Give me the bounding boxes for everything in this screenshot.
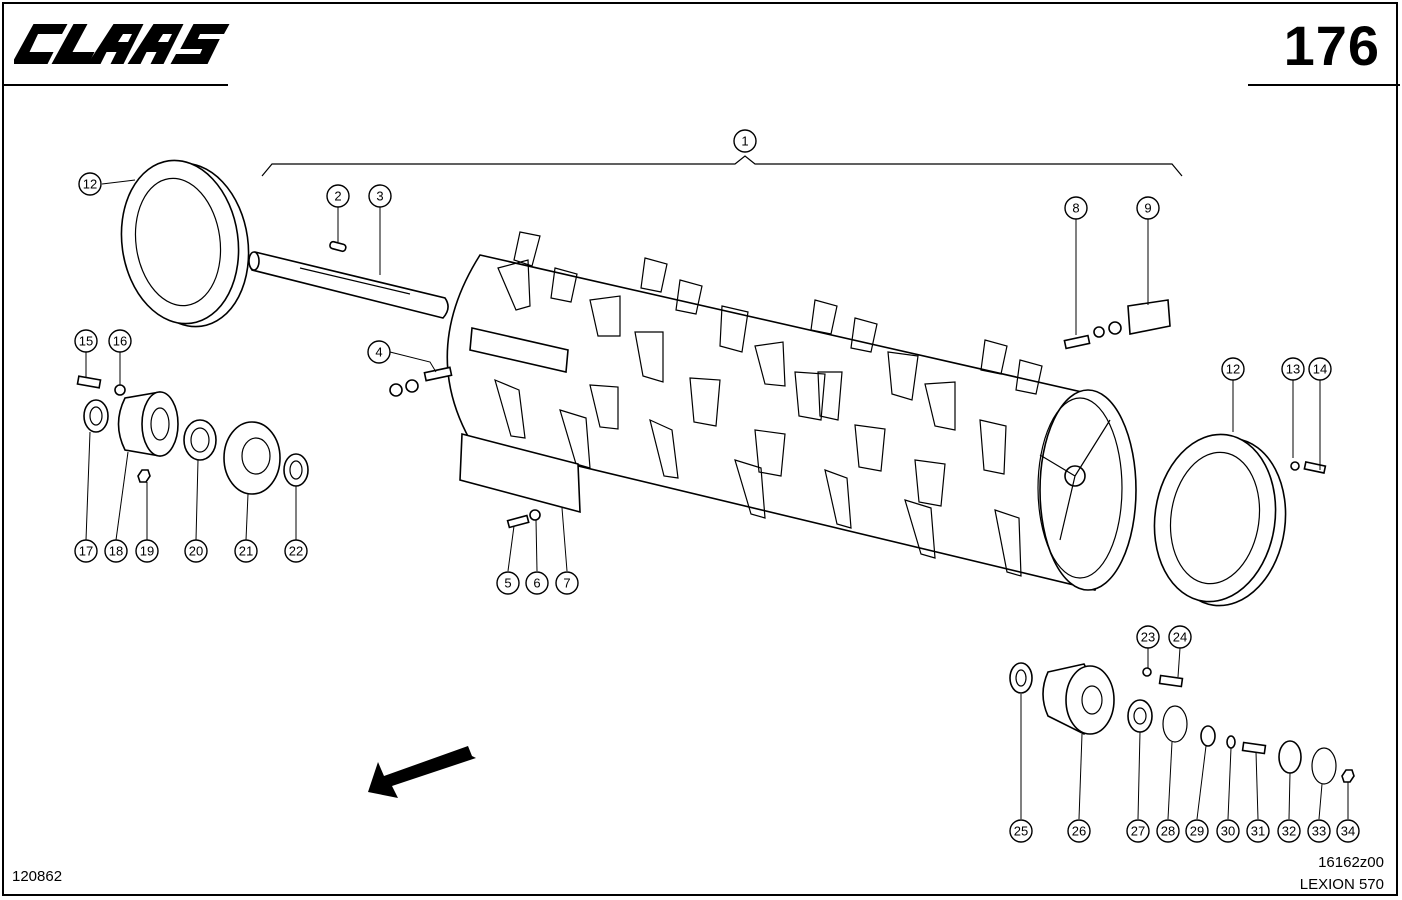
bolt-14: [1303, 461, 1327, 474]
drawing-code: 16162z00: [1318, 854, 1384, 871]
washer-6: [529, 509, 541, 521]
callout-4: 4: [367, 340, 391, 364]
callout-3: 3: [368, 184, 392, 208]
svg-text:14: 14: [1313, 362, 1327, 377]
svg-text:1: 1: [741, 134, 748, 149]
svg-text:4: 4: [375, 345, 382, 360]
model-name: LEXION 570: [1299, 876, 1384, 893]
callout-28: 28: [1156, 819, 1180, 843]
callout-14: 14: [1308, 357, 1332, 381]
callout-12-left: 12: [78, 172, 102, 196]
svg-text:31: 31: [1251, 824, 1265, 839]
svg-text:21: 21: [239, 544, 253, 559]
callout-7: 7: [555, 571, 579, 595]
svg-text:28: 28: [1161, 824, 1175, 839]
svg-text:15: 15: [79, 334, 93, 349]
svg-text:25: 25: [1014, 824, 1028, 839]
svg-text:33: 33: [1312, 824, 1326, 839]
callout-31: 31: [1246, 819, 1270, 843]
svg-text:18: 18: [109, 544, 123, 559]
callout-34: 34: [1336, 819, 1360, 843]
claas-logo: [14, 24, 230, 64]
leader-lines: [85, 179, 1349, 820]
callout-15: 15: [74, 329, 98, 353]
svg-text:12: 12: [83, 177, 97, 192]
clip-assembly: [1063, 299, 1171, 350]
bolt-5: [506, 514, 530, 529]
svg-text:13: 13: [1286, 362, 1300, 377]
svg-text:7: 7: [563, 576, 570, 591]
arrow-direction-icon: [368, 746, 476, 798]
header-rule-right: [1248, 84, 1400, 86]
svg-text:34: 34: [1341, 824, 1355, 839]
svg-text:2: 2: [334, 189, 341, 204]
svg-text:24: 24: [1173, 630, 1187, 645]
callout-6: 6: [525, 571, 549, 595]
callout-30: 30: [1216, 819, 1240, 843]
callout-20: 20: [184, 539, 208, 563]
callout-9: 9: [1136, 196, 1160, 220]
model-reference: 16162z00 LEXION 570: [1300, 852, 1384, 896]
svg-text:22: 22: [289, 544, 303, 559]
svg-text:6: 6: [533, 576, 540, 591]
right-bearing-group: [1009, 662, 1355, 785]
callout-8: 8: [1064, 196, 1088, 220]
svg-text:16: 16: [113, 334, 127, 349]
callout-29: 29: [1185, 819, 1209, 843]
flange-ring-left: [120, 159, 250, 328]
svg-text:20: 20: [189, 544, 203, 559]
callout-17: 17: [74, 539, 98, 563]
callout-19: 19: [135, 539, 159, 563]
callout-2: 2: [326, 184, 350, 208]
callout-16: 16: [108, 329, 132, 353]
callout-23: 23: [1136, 625, 1160, 649]
callout-5: 5: [496, 571, 520, 595]
svg-text:27: 27: [1131, 824, 1145, 839]
svg-text:12: 12: [1226, 362, 1240, 377]
callout-27: 27: [1126, 819, 1150, 843]
callout-25: 25: [1009, 819, 1033, 843]
shaft: [248, 251, 449, 319]
header-rule-left: [2, 84, 228, 86]
cover-plate: [459, 432, 581, 514]
callout-13: 13: [1281, 357, 1305, 381]
page-number: 176: [1283, 14, 1380, 77]
assembly-bracket: [261, 155, 1183, 177]
key: [329, 240, 347, 253]
callout-24: 24: [1168, 625, 1192, 649]
callout-21: 21: [234, 539, 258, 563]
callout-22: 22: [284, 539, 308, 563]
svg-text:30: 30: [1221, 824, 1235, 839]
svg-text:26: 26: [1072, 824, 1086, 839]
svg-text:32: 32: [1282, 824, 1296, 839]
svg-text:23: 23: [1141, 630, 1155, 645]
svg-text:3: 3: [376, 189, 383, 204]
svg-text:17: 17: [79, 544, 93, 559]
svg-text:29: 29: [1190, 824, 1204, 839]
callout-12-right: 12: [1221, 357, 1245, 381]
left-bearing-group: [76, 375, 309, 495]
rotor-drum: [446, 231, 1137, 591]
svg-text:8: 8: [1072, 201, 1079, 216]
callout-18: 18: [104, 539, 128, 563]
bolt-4: [389, 366, 453, 397]
callout-1: 1: [733, 129, 757, 153]
svg-text:5: 5: [504, 576, 511, 591]
washer-13: [1290, 461, 1300, 471]
flange-ring-right: [1153, 433, 1287, 607]
drawing-reference: 120862: [12, 868, 63, 885]
callout-32: 32: [1277, 819, 1301, 843]
svg-text:19: 19: [140, 544, 154, 559]
svg-text:9: 9: [1144, 201, 1151, 216]
callout-33: 33: [1307, 819, 1331, 843]
callout-26: 26: [1067, 819, 1091, 843]
